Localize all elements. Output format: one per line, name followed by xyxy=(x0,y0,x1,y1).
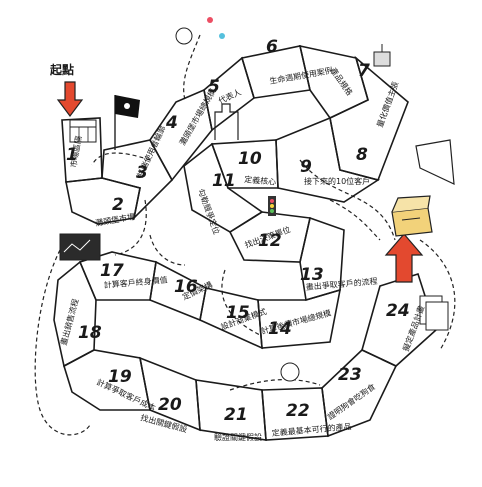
square-8-label: 量化價值主張 xyxy=(374,80,400,129)
megaphone-icon xyxy=(415,139,455,185)
board-squares xyxy=(53,44,437,441)
square-8-number: 8 xyxy=(356,145,368,165)
square-3-label: 終端使用者輪廓 xyxy=(135,124,168,179)
juggler-icon xyxy=(175,17,225,45)
square-21-number: 21 xyxy=(224,405,248,425)
robot-icon xyxy=(373,44,391,67)
square-12-tile xyxy=(228,211,311,263)
square-21-label: 驗證關鍵假設 xyxy=(214,432,262,442)
square-7-number: 7 xyxy=(358,61,370,81)
square-2-number: 2 xyxy=(112,195,124,215)
square-19-number: 19 xyxy=(108,367,132,387)
square-20-number: 20 xyxy=(158,395,182,415)
square-11-label: 勾勒競爭定位 xyxy=(196,187,222,236)
square-4-number: 4 xyxy=(165,113,178,133)
square-15-number: 15 xyxy=(226,303,250,323)
square-13-number: 13 xyxy=(300,265,324,285)
square-22-label: 定義最基本可行的產品 xyxy=(271,421,352,438)
square-14-number: 14 xyxy=(268,319,292,339)
square-23-number: 23 xyxy=(338,365,362,385)
blackboard-icon xyxy=(59,233,101,261)
start-label: 起點 xyxy=(49,62,74,77)
square-7-tile xyxy=(298,44,369,120)
square-11-number: 11 xyxy=(212,171,236,191)
documents-icon xyxy=(419,295,449,331)
hot-air-balloon-icon xyxy=(280,362,300,382)
square-10-number: 10 xyxy=(238,149,262,169)
square-6-number: 6 xyxy=(266,37,278,57)
square-5-label: 代表人 xyxy=(217,87,243,106)
square-6-label: 生命週期使用案例 xyxy=(269,65,334,86)
square-9-number: 9 xyxy=(300,157,312,177)
square-14-tile xyxy=(257,288,342,349)
square-17-number: 17 xyxy=(100,261,124,281)
castle-icon xyxy=(214,103,239,140)
square-10-label: 定義核心 xyxy=(244,174,277,187)
square-3-number: 3 xyxy=(136,163,148,183)
square-7-label: 產品規格 xyxy=(328,65,355,97)
pirate-flag-icon xyxy=(114,95,140,150)
calendar-icon xyxy=(69,119,97,143)
finish-arrow xyxy=(384,233,424,283)
square-12-number: 12 xyxy=(258,231,282,251)
square-16-number: 16 xyxy=(174,277,198,297)
square-24-number: 24 xyxy=(386,301,410,321)
square-1-number: 1 xyxy=(66,145,78,165)
square-22-number: 22 xyxy=(286,401,310,421)
treasure-chest-icon xyxy=(391,195,433,237)
start-arrow xyxy=(56,81,84,117)
traffic-light-icon xyxy=(268,196,276,216)
square-18-number: 18 xyxy=(78,323,102,343)
square-5-number: 5 xyxy=(208,77,220,97)
square-9-label: 接下來的10位客戶 xyxy=(304,176,370,186)
square-23-label: 證明狗會吃狗食 xyxy=(325,381,377,421)
square-23-tile xyxy=(321,349,398,438)
